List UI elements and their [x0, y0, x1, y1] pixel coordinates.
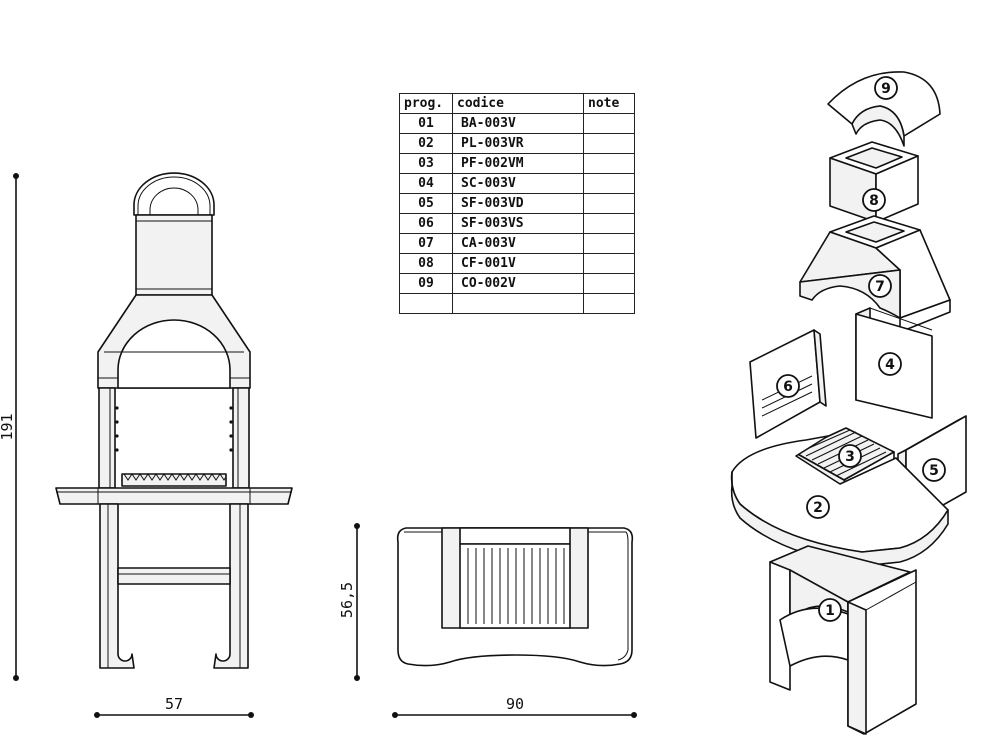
note-cell	[583, 173, 635, 194]
prog-cell: 07	[399, 233, 453, 254]
note-cell	[583, 253, 635, 274]
top-width-dimension: 90	[392, 695, 637, 718]
prog-cell: 01	[399, 113, 453, 134]
note-cell	[583, 213, 635, 234]
prog-cell: 03	[399, 153, 453, 174]
codice-cell: CA-003V	[452, 233, 584, 254]
codice-cell: SF-003VS	[452, 213, 584, 234]
part-4-back	[855, 307, 933, 419]
note-cell	[583, 293, 635, 314]
note-cell	[583, 233, 635, 254]
part-label-5: 5	[922, 458, 946, 482]
header-prog: prog.	[399, 93, 453, 114]
table-row	[399, 293, 635, 314]
note-cell	[583, 153, 635, 174]
header-note: note	[583, 93, 635, 114]
codice-cell: BA-003V	[452, 113, 584, 134]
codice-cell: CF-001V	[452, 253, 584, 274]
front-view	[55, 172, 293, 669]
note-cell	[583, 193, 635, 214]
part-label-7: 7	[868, 274, 892, 298]
svg-text:8: 8	[869, 193, 879, 209]
exploded-view: 1 2 3 4 5 6 7 8 9	[730, 71, 967, 735]
note-cell	[583, 273, 635, 294]
prog-cell: 05	[399, 193, 453, 214]
part-label-6: 6	[776, 374, 800, 398]
codice-cell	[452, 293, 584, 314]
note-cell	[583, 113, 635, 134]
codice-cell: PL-003VR	[452, 133, 584, 154]
prog-cell: 09	[399, 273, 453, 294]
front-width-label: 57	[165, 695, 183, 713]
part-8-block	[829, 141, 919, 223]
part-label-3: 3	[838, 444, 862, 468]
svg-text:2: 2	[813, 500, 823, 516]
parts-table-header: prog. codice note	[399, 93, 635, 114]
codice-cell: PF-002VM	[452, 153, 584, 174]
part-label-1: 1	[818, 598, 842, 622]
part-label-8: 8	[862, 188, 886, 212]
codice-cell: SC-003V	[452, 173, 584, 194]
top-width-label: 90	[506, 695, 524, 713]
prog-cell: 08	[399, 253, 453, 274]
svg-text:6: 6	[783, 379, 793, 395]
svg-text:7: 7	[875, 279, 885, 295]
svg-text:3: 3	[845, 449, 855, 465]
codice-cell: SF-003VD	[452, 193, 584, 214]
prog-cell: 02	[399, 133, 453, 154]
part-1-base	[769, 545, 917, 735]
part-7-hood	[799, 215, 951, 333]
header-codice: codice	[452, 93, 584, 114]
codice-cell: CO-002V	[452, 273, 584, 294]
part-2-tabletop	[730, 435, 949, 567]
top-view	[396, 527, 634, 667]
part-9-cap	[827, 71, 941, 147]
front-width-dimension: 57	[94, 695, 254, 718]
top-depth-label: 56,5	[338, 582, 356, 618]
part-label-9: 9	[874, 76, 898, 100]
svg-text:9: 9	[881, 81, 891, 97]
svg-text:4: 4	[885, 357, 895, 373]
part-label-4: 4	[878, 352, 902, 376]
prog-cell	[399, 293, 453, 314]
prog-cell: 04	[399, 173, 453, 194]
note-cell	[583, 133, 635, 154]
height-dimension-label: 191	[0, 413, 16, 440]
svg-text:1: 1	[825, 603, 835, 619]
top-depth-dimension: 56,5	[338, 523, 360, 681]
height-dimension: 191	[0, 173, 19, 681]
grill-bars-plan	[467, 548, 565, 624]
part-label-2: 2	[806, 495, 830, 519]
svg-text:5: 5	[929, 463, 939, 479]
prog-cell: 06	[399, 213, 453, 234]
